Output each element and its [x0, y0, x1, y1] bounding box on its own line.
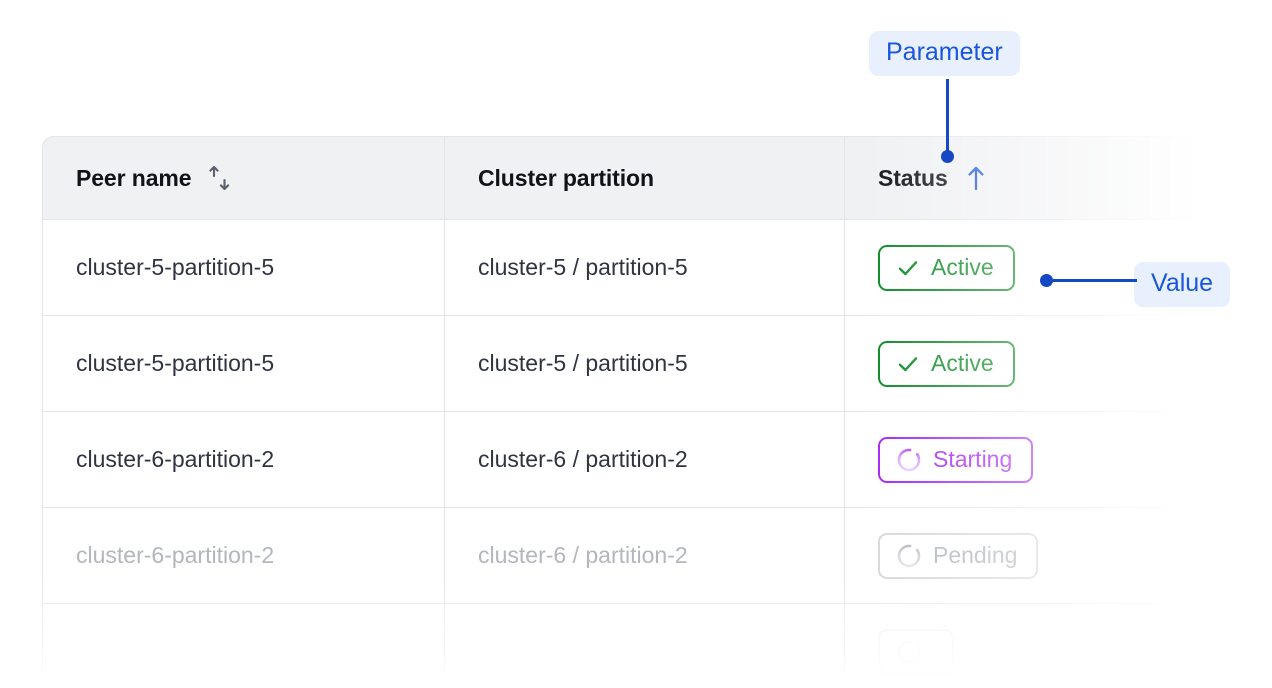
status-badge[interactable]: Active: [878, 340, 1015, 387]
table-row[interactable]: [42, 604, 1232, 688]
column-header-peer-name[interactable]: Peer name: [42, 136, 445, 220]
arrow-up-icon[interactable]: [964, 164, 988, 192]
table-header: Peer name Clus: [42, 136, 1232, 220]
spinner-ring-icon: [896, 543, 922, 569]
annotation-connector-value: [1051, 279, 1137, 282]
cell-peer-name: cluster-6-partition-2: [42, 412, 445, 508]
status-badge[interactable]: Active: [878, 244, 1015, 291]
annotation-dot-value: [1040, 274, 1053, 287]
column-header-status-label: Status: [878, 164, 948, 191]
status-badge-label: Starting: [933, 446, 1013, 472]
annotation-badge-parameter: Parameter: [869, 31, 1020, 76]
status-badge-label: Pending: [933, 542, 1018, 568]
cell-status: Active: [845, 316, 1232, 412]
cell-cluster-partition: cluster-6 / partition-2: [445, 508, 845, 604]
peers-table: Peer name Clus: [42, 136, 1232, 688]
annotation-badge-value: Value: [1134, 262, 1231, 307]
status-badge[interactable]: Pending: [878, 532, 1039, 579]
cell-peer-name: cluster-5-partition-5: [42, 220, 445, 316]
status-badge-label: Active: [931, 350, 994, 376]
annotation-connector-parameter: [946, 79, 949, 157]
annotation-dot-parameter: [941, 150, 954, 163]
status-badge[interactable]: Starting: [878, 436, 1034, 483]
cell-cluster-partition: cluster-5 / partition-5: [445, 316, 845, 412]
table-row[interactable]: cluster-5-partition-5 cluster-5 / partit…: [42, 316, 1232, 412]
cell-peer-name: cluster-5-partition-5: [42, 316, 445, 412]
cell-status: Starting: [845, 412, 1232, 508]
column-header-peer-name-label: Peer name: [76, 164, 192, 191]
check-icon: [896, 352, 920, 376]
column-header-cluster-partition[interactable]: Cluster partition: [445, 136, 845, 220]
table-fade-mask: Peer name Clus: [42, 136, 1232, 688]
cell-status: Pending: [845, 508, 1232, 604]
column-header-cluster-partition-label: Cluster partition: [478, 164, 654, 191]
column-header-status[interactable]: Status: [845, 136, 1232, 220]
spinner-ring-icon: [896, 639, 922, 665]
cell-peer-name: [42, 604, 445, 688]
cell-cluster-partition: cluster-6 / partition-2: [445, 412, 845, 508]
cell-peer-name: cluster-6-partition-2: [42, 508, 445, 604]
table-row[interactable]: cluster-5-partition-5 cluster-5 / partit…: [42, 220, 1232, 316]
table-header-row: Peer name Clus: [42, 136, 1232, 220]
cell-cluster-partition: cluster-5 / partition-5: [445, 220, 845, 316]
sort-updown-icon[interactable]: [207, 164, 233, 192]
cell-cluster-partition: [445, 604, 845, 688]
peers-table-container: Peer name Clus: [42, 136, 1232, 688]
table-row[interactable]: cluster-6-partition-2 cluster-6 / partit…: [42, 508, 1232, 604]
table-body: cluster-5-partition-5 cluster-5 / partit…: [42, 220, 1232, 688]
status-badge[interactable]: [878, 628, 954, 675]
table-row[interactable]: cluster-6-partition-2 cluster-6 / partit…: [42, 412, 1232, 508]
cell-status: [845, 604, 1232, 688]
status-badge-label: Active: [931, 254, 994, 280]
spinner-ring-icon: [896, 447, 922, 473]
check-icon: [896, 256, 920, 280]
